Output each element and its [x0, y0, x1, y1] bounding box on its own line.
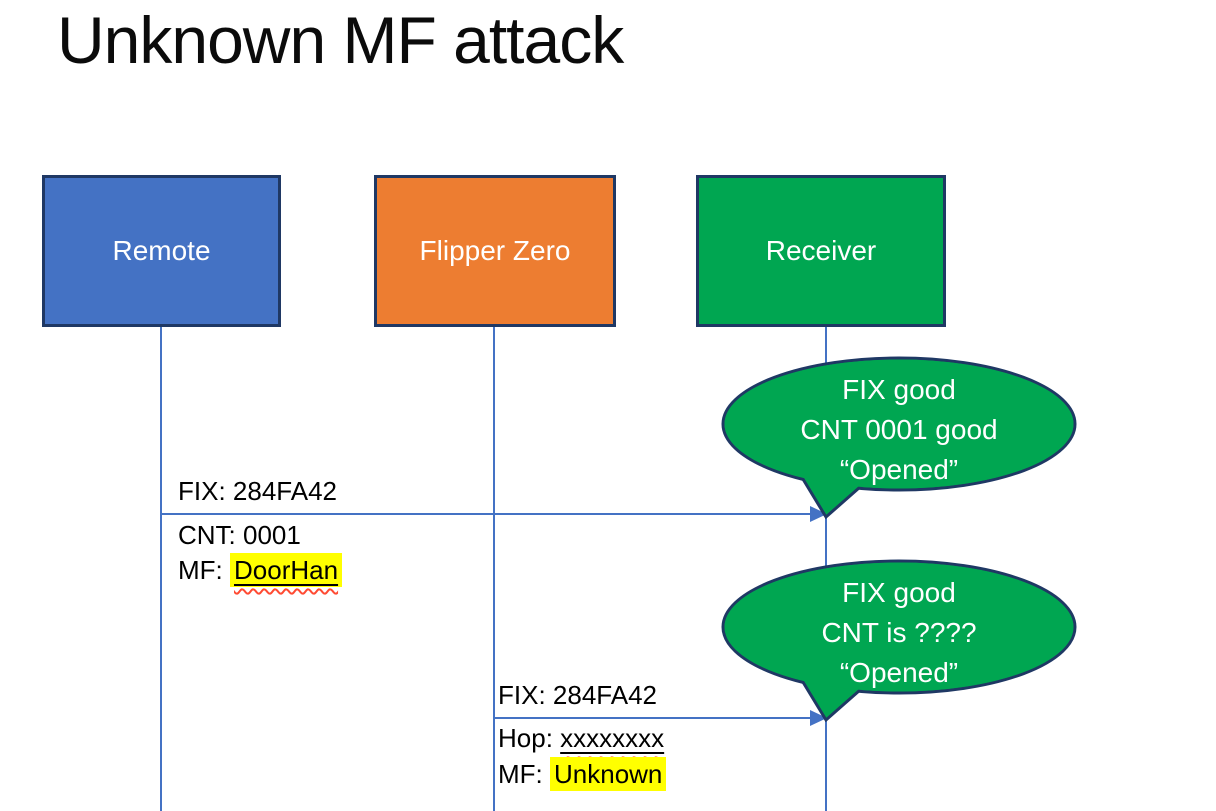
message1-mf-highlight: DoorHan [230, 553, 343, 587]
callout-2-line2: CNT is ???? [821, 617, 977, 648]
actor-box-remote: Remote [42, 175, 281, 327]
message2-mf-value: Unknown [550, 757, 667, 791]
message2-mf-label: MF: Unknown [498, 757, 667, 791]
callout-2-line3: “Opened” [839, 657, 959, 688]
callout-bubble-1: FIX good CNT 0001 good “Opened” [716, 355, 1082, 525]
lifeline-flipper-zero [493, 327, 495, 811]
message1-mf-prefix: MF: [178, 555, 230, 585]
callout-1-text: FIX good CNT 0001 good “Opened” [716, 370, 1082, 490]
actor-box-flipper-zero: Flipper Zero [374, 175, 616, 327]
message1-mf-label: MF: DoorHan [178, 553, 343, 587]
callout-bubble-2: FIX good CNT is ???? “Opened” [716, 558, 1082, 728]
message1-mf-value: DoorHan [234, 555, 339, 585]
actor-box-receiver: Receiver [696, 175, 946, 327]
message1-fix-label: FIX: 284FA42 [178, 476, 337, 506]
actor-label-remote: Remote [112, 235, 211, 266]
callout-1-line3: “Opened” [839, 454, 959, 485]
message1-arrow-line [161, 513, 812, 515]
speech-bubble-icon [721, 356, 1077, 520]
message2-hop-prefix: Hop: [498, 723, 561, 753]
actor-label-flipper-zero: Flipper Zero [419, 235, 571, 266]
message2-fix-label: FIX: 284FA42 [498, 680, 657, 710]
lifeline-remote [160, 327, 162, 811]
callout-1-line2: CNT 0001 good [800, 414, 998, 445]
callout-2-text: FIX good CNT is ???? “Opened” [716, 573, 1082, 693]
message2-mf-prefix: MF: [498, 759, 550, 789]
message2-arrow-line [494, 717, 812, 719]
callout-1-line1: FIX good [842, 374, 956, 405]
message2-hop-value: xxxxxxxx [560, 723, 665, 753]
message1-cnt-label: CNT: 0001 [178, 520, 301, 550]
page-title: Unknown MF attack [57, 3, 624, 77]
callout-2-line1: FIX good [842, 577, 956, 608]
actor-label-receiver: Receiver [765, 235, 877, 266]
message2-hop-label: Hop: xxxxxxxx [498, 721, 664, 755]
speech-bubble-icon [721, 559, 1077, 723]
